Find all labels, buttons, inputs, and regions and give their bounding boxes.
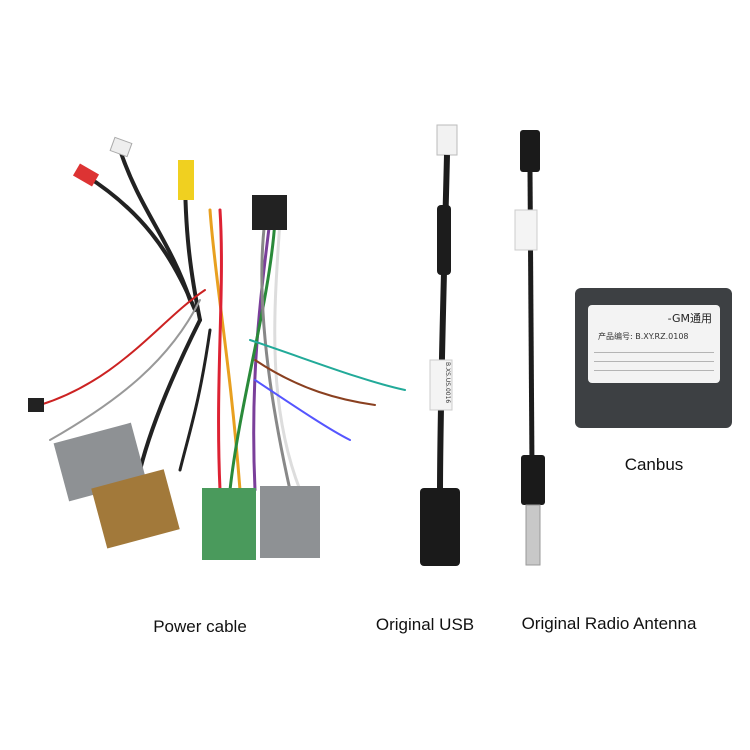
- power-cable-harness: [39, 148, 406, 492]
- small-connector: [28, 398, 44, 412]
- rca-plug-white: [109, 136, 133, 158]
- caption-original-radio-antenna: Original Radio Antenna: [521, 614, 697, 633]
- canbus-fine-print: [594, 349, 714, 377]
- caption-power-cable: Power cable: [153, 617, 247, 636]
- green-connector: [202, 488, 256, 560]
- usb-tag: B.XS.US.0016: [444, 362, 451, 404]
- radio-antenna-cable: [514, 130, 545, 566]
- tan-connector: [91, 469, 180, 549]
- usb-cable: [420, 124, 460, 566]
- canbus-product-code: 产品编号: B.XY.RZ.0108: [598, 332, 689, 341]
- caption-original-usb: Original USB: [375, 615, 475, 634]
- rca-plug-yellow: [178, 160, 194, 200]
- canbus-label-title: -GM通用: [667, 312, 712, 325]
- black-connector: [252, 195, 287, 230]
- rca-plug-red: [72, 163, 100, 187]
- caption-canbus: Canbus: [624, 455, 684, 474]
- canbus-label: -GM通用 产品编号: B.XY.RZ.0108: [588, 305, 720, 383]
- grey-connector-2: [260, 486, 320, 558]
